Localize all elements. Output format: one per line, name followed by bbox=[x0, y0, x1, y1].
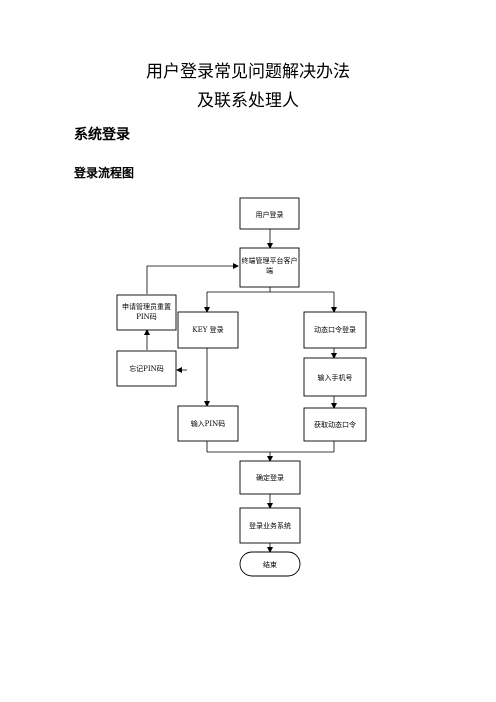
node-get-dynamic-code-label: 获取动态口令 bbox=[314, 420, 356, 429]
document-title-line-1: 用户登录常见问题解决办法 bbox=[146, 62, 350, 82]
node-user-login-label: 用户登录 bbox=[256, 210, 284, 219]
node-dynamic-login: 动态口令登录 bbox=[303, 311, 367, 349]
node-input-pin: 输入PIN码 bbox=[177, 405, 239, 442]
document-title-line-2: 及联系处理人 bbox=[197, 91, 299, 111]
node-key-login-label: KEY 登录 bbox=[192, 325, 223, 334]
node-dynamic-login-label: 动态口令登录 bbox=[314, 325, 356, 334]
flowchart-connectors bbox=[144, 229, 337, 553]
node-input-phone: 输入手机号 bbox=[303, 357, 367, 397]
node-apply-reset-pin-label-2: PIN码 bbox=[136, 313, 157, 321]
node-key-login: KEY 登录 bbox=[177, 311, 239, 349]
node-user-login: 用户登录 bbox=[239, 197, 300, 230]
subsection-heading: 登录流程图 bbox=[74, 166, 135, 180]
node-apply-reset-pin: 申请管理员重置 PIN码 bbox=[116, 294, 177, 331]
node-terminal-client-label-1: 终端管理平台客户 bbox=[242, 256, 298, 265]
node-end: 结束 bbox=[239, 551, 301, 577]
node-confirm-login: 确定登录 bbox=[239, 460, 301, 495]
node-end-label: 结束 bbox=[263, 560, 277, 569]
node-forgot-pin: 忘记PIN码 bbox=[116, 350, 177, 387]
node-input-phone-label: 输入手机号 bbox=[318, 373, 353, 382]
node-terminal-client-label-2: 端 bbox=[266, 266, 273, 275]
node-apply-reset-pin-label-1: 申请管理员重置 bbox=[122, 302, 171, 311]
node-forgot-pin-label: 忘记PIN码 bbox=[129, 364, 164, 373]
node-input-pin-label: 输入PIN码 bbox=[191, 419, 226, 428]
node-login-business-system: 登录业务系统 bbox=[239, 507, 301, 544]
node-get-dynamic-code: 获取动态口令 bbox=[303, 407, 367, 442]
node-terminal-client: 终端管理平台客户 端 bbox=[239, 247, 300, 288]
section-heading: 系统登录 bbox=[74, 127, 130, 143]
node-confirm-login-label: 确定登录 bbox=[256, 473, 284, 482]
node-login-business-system-label: 登录业务系统 bbox=[249, 521, 291, 530]
